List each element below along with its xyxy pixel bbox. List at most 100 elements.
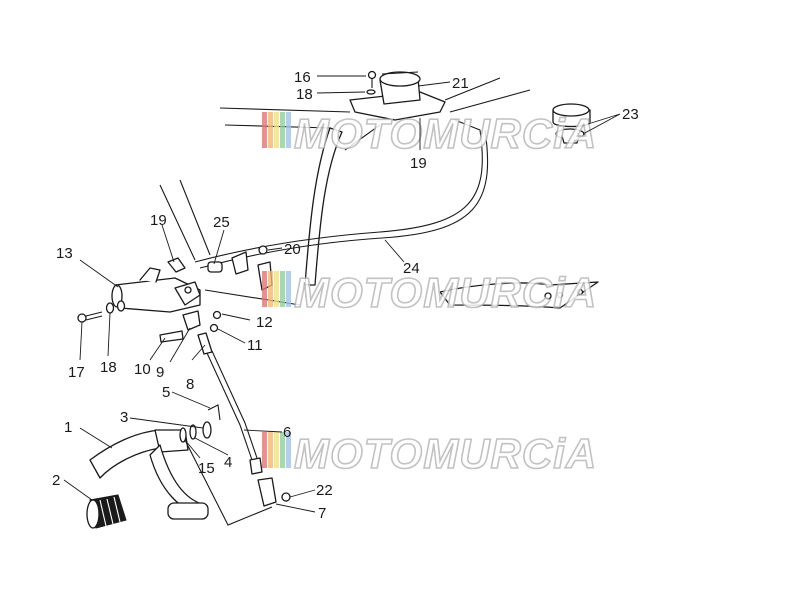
callout-1: 1 xyxy=(64,419,72,436)
leader-24 xyxy=(384,239,405,263)
callout-2: 2 xyxy=(52,472,60,489)
leader-3 xyxy=(129,417,204,429)
leader-18a xyxy=(316,91,366,94)
leader-22 xyxy=(289,489,316,498)
hose-24 xyxy=(194,129,483,263)
leader-11 xyxy=(217,328,246,344)
washer-11 xyxy=(209,323,219,333)
watermark-stripe xyxy=(262,271,267,307)
cap-23-top xyxy=(552,103,590,117)
watermark-stripe xyxy=(286,112,291,148)
watermark-group: MOTOMURCiA MOTOMURCiA MOTOMURCiA xyxy=(262,109,597,478)
pushrod-assembly xyxy=(159,310,291,507)
watermark-stripe xyxy=(274,432,279,468)
clip-5 xyxy=(207,404,221,421)
spring-3 xyxy=(202,421,212,439)
reservoir-cap xyxy=(379,71,421,87)
frame-lower xyxy=(204,289,301,306)
callout-23: 23 xyxy=(622,106,639,123)
bracket-hole xyxy=(556,291,564,299)
leader-15 xyxy=(184,439,201,459)
watermark-stripe xyxy=(286,271,291,307)
leader-13 xyxy=(79,259,119,288)
watermark-stripe xyxy=(274,271,279,307)
watermark-stripe xyxy=(286,432,291,468)
callout-12: 12 xyxy=(256,314,273,331)
cap-23-insert xyxy=(561,135,580,144)
bracket-hole xyxy=(576,288,584,296)
callout-17: 17 xyxy=(68,364,85,381)
callout-9: 9 xyxy=(156,364,164,381)
watermark-text: MOTOMURCiA xyxy=(294,269,597,316)
bracket-hole xyxy=(544,292,552,300)
leader-2 xyxy=(63,479,93,501)
clevis-hole xyxy=(184,286,192,294)
frame-brace xyxy=(344,124,381,151)
pedal-rubber-2 xyxy=(86,494,127,529)
hose-19 xyxy=(454,119,481,131)
leader-lines xyxy=(63,75,621,513)
bush-25 xyxy=(207,261,223,273)
callout-13: 13 xyxy=(56,245,73,262)
cylinder-port xyxy=(139,267,161,283)
watermark-stripe xyxy=(268,271,273,307)
watermark-stripe xyxy=(268,432,273,468)
leader-7 xyxy=(275,503,316,513)
watermark-stripe xyxy=(262,432,267,468)
frame-rail xyxy=(159,179,211,261)
callout-7: 7 xyxy=(318,505,326,522)
leader-12 xyxy=(221,313,251,321)
washer-18 xyxy=(105,302,115,314)
spare-cap-23 xyxy=(552,103,591,144)
watermark-stripe xyxy=(268,112,273,148)
watermark-text: MOTOMURCiA xyxy=(294,430,597,477)
callout-19: 19 xyxy=(410,155,427,172)
frame-tube-left xyxy=(304,127,343,286)
rod-6-end xyxy=(249,457,263,475)
leader-19b xyxy=(161,224,175,263)
nut-12 xyxy=(212,310,222,320)
washer-15 xyxy=(179,427,187,443)
washer-18b xyxy=(116,300,126,312)
leader-10 xyxy=(149,337,166,361)
watermark-logo: MOTOMURCiA xyxy=(262,109,597,158)
leader-6 xyxy=(243,429,283,433)
bolt-17-shank xyxy=(85,311,103,321)
watermark-stripe xyxy=(280,112,285,148)
watermark-text: MOTOMURCiA xyxy=(294,110,597,157)
reservoir-bracket xyxy=(349,91,446,121)
clip-22 xyxy=(281,492,291,502)
bolt-10 xyxy=(159,330,184,343)
clevis-7 xyxy=(257,477,277,507)
callout-16: 16 xyxy=(294,69,311,86)
watermark-stripe xyxy=(274,112,279,148)
reservoir-assembly xyxy=(194,70,531,286)
watermark-logo: MOTOMURCiA xyxy=(262,429,597,478)
callout-22: 22 xyxy=(316,482,333,499)
clamp-19 xyxy=(167,257,186,273)
link-9 xyxy=(182,310,201,331)
callout-8: 8 xyxy=(186,376,194,393)
pedal-peg xyxy=(167,502,209,520)
leader-25 xyxy=(213,229,225,265)
washer-18 xyxy=(366,89,376,95)
nut-20 xyxy=(258,245,268,255)
rubber-end xyxy=(86,499,100,529)
link-line xyxy=(184,439,273,526)
frame-line xyxy=(444,77,531,113)
callout-15: 15 xyxy=(198,460,215,477)
callout-18-left: 18 xyxy=(100,359,117,376)
watermark-stripe xyxy=(262,112,267,148)
screw-16 xyxy=(367,70,377,80)
leader-4 xyxy=(194,437,229,456)
callout-5: 5 xyxy=(162,384,170,401)
callout-6: 6 xyxy=(283,424,291,441)
rubber-grooves xyxy=(99,496,121,527)
callouts: 16 18 21 19 23 20 25 19 13 24 12 11 17 1… xyxy=(52,69,639,522)
callout-3: 3 xyxy=(120,409,128,426)
leader-1 xyxy=(79,427,113,449)
callout-20: 20 xyxy=(284,241,301,258)
bracket-plate-right xyxy=(439,281,599,309)
